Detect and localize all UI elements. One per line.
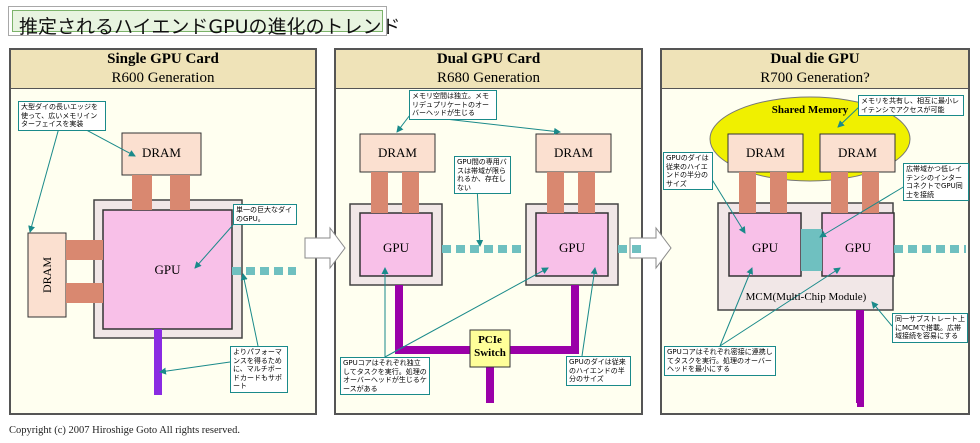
gpu-die <box>535 212 609 277</box>
copyright-notice: Copyright (c) 2007 Hiroshige Goto All ri… <box>9 425 240 436</box>
gpu-die <box>728 212 802 277</box>
panel-generation: R680 Generation <box>437 70 540 86</box>
memory-bus <box>402 172 419 213</box>
memory-bus <box>66 240 103 260</box>
page-title: 推定されるハイエンドGPUの進化のトレンド <box>19 16 401 38</box>
panel1-shapes <box>27 116 296 395</box>
memory-bus <box>547 172 564 213</box>
title-background: 推定されるハイエンドGPUの進化のトレンド <box>12 10 401 38</box>
panel-header: Dual GPU Card R680 Generation <box>336 50 641 89</box>
memory-bus <box>831 172 848 213</box>
callout-arrow <box>28 116 63 233</box>
callout-arrow <box>240 273 259 347</box>
callout-note: よりパフォーマンスを得るために、マルチボードカードもサポート <box>230 346 288 393</box>
dram-chip <box>535 133 612 173</box>
callout-arrow <box>581 267 598 357</box>
panel-heading: Single GPU Card <box>107 51 219 67</box>
pcie-bus <box>395 285 470 354</box>
title-box: 推定されるハイエンドGPUの進化のトレンド <box>8 6 401 38</box>
memory-bus <box>770 172 787 213</box>
gpu-label: GPU <box>154 262 181 277</box>
gpu-label: GPU <box>382 240 409 255</box>
dram-label: DRAM <box>837 145 877 160</box>
callout-note: 大型ダイの長いエッジを使って、広いメモリインターフェイスを実装 <box>18 101 106 131</box>
callout-note: メモリ空間は独立。メモリデュプリケートのオーバーヘッドが生じる <box>409 90 497 120</box>
dram-label: DRAM <box>553 145 593 160</box>
panel-generation: R600 Generation <box>111 70 215 86</box>
memory-bus <box>578 172 595 213</box>
transition-arrow <box>629 226 672 270</box>
callout-note: GPUコアはそれぞれ独立してタスクを実行。処理のオーバーヘッドが生じるケースがあ… <box>340 357 430 395</box>
memory-bus <box>862 172 879 213</box>
dram-chip <box>727 133 804 173</box>
memory-bus <box>132 175 152 210</box>
pcie-bus <box>154 329 162 395</box>
pcie-label-line: PCIe <box>478 334 502 346</box>
callout-note: 単一の巨大なダイのGPU。 <box>233 204 297 225</box>
callout-note: GPUのダイは従来のハイエンドの半分のサイズ <box>663 152 713 190</box>
callout-arrow <box>384 267 549 358</box>
panel-generation: R700 Generation? <box>760 70 870 86</box>
memory-bus <box>170 175 190 210</box>
pcie-bus <box>510 285 579 354</box>
dram-chip <box>359 133 436 173</box>
dram-chip <box>819 133 896 173</box>
switch-label-line: Switch <box>474 347 506 359</box>
callout-note: 広帯域かつ低レイテンシのインターコネクトでGPU同士を接続 <box>903 163 969 201</box>
mcm-label: MCM(Multi-Chip Module) <box>745 291 867 303</box>
pcie-bus <box>486 367 494 403</box>
callout-note: GPU間の専用バスは帯域が限られるか、存在しない <box>454 156 511 194</box>
panel3-shapes <box>699 96 966 407</box>
dram-label: DRAM <box>40 256 54 293</box>
memory-bus <box>371 172 388 213</box>
callout-arrow <box>194 224 234 269</box>
gpu-label: GPU <box>558 240 585 255</box>
dram-label: DRAM <box>141 145 181 160</box>
shared-memory-label: Shared Memory <box>771 104 849 116</box>
callout-arrow <box>719 267 753 347</box>
callout-arrow <box>819 185 906 238</box>
panel2-shapes <box>349 114 642 403</box>
gpu-label: GPU <box>844 240 871 255</box>
gpu-die <box>821 212 895 277</box>
callout-note: GPUコアはそれぞれ密接に連携してタスクを実行。処理のオーバーヘッドを最小にする <box>664 346 776 376</box>
pcie-switch-label: PCIe Switch <box>470 334 510 360</box>
panel-header: Dual die GPU R700 Generation? <box>662 50 968 89</box>
gpu-die <box>359 212 433 277</box>
panel-heading: Dual GPU Card <box>436 51 541 67</box>
callout-note: メモリを共有し、相互に最小レイテンシでアクセスが可能 <box>858 95 964 116</box>
callout-arrow <box>159 361 231 375</box>
callout-note: 同一サブストレート上にMCMで搭載。広帯域接続を容易にする <box>892 313 968 343</box>
dram-label: DRAM <box>745 145 785 160</box>
pcie-bus <box>856 310 864 407</box>
gpu-die <box>102 209 233 330</box>
callout-note: GPUのダイは従来のハイエンドの半分のサイズ <box>566 356 631 386</box>
callout-arrow <box>837 106 860 128</box>
memory-bus <box>66 283 103 303</box>
callout-arrow <box>871 301 893 327</box>
die-interconnect <box>801 229 822 271</box>
panel-header: Single GPU Card R600 Generation <box>11 50 315 89</box>
callout-arrow <box>396 114 411 133</box>
transition-arrow <box>304 226 346 270</box>
memory-bus <box>739 172 756 213</box>
pcie-switch <box>469 329 511 368</box>
callout-arrow <box>719 267 841 347</box>
panel-heading: Dual die GPU <box>770 51 860 67</box>
callout-arrow <box>476 185 484 247</box>
gpu-label: GPU <box>751 240 778 255</box>
dram-label: DRAM <box>377 145 417 160</box>
dram-chip <box>27 232 67 318</box>
